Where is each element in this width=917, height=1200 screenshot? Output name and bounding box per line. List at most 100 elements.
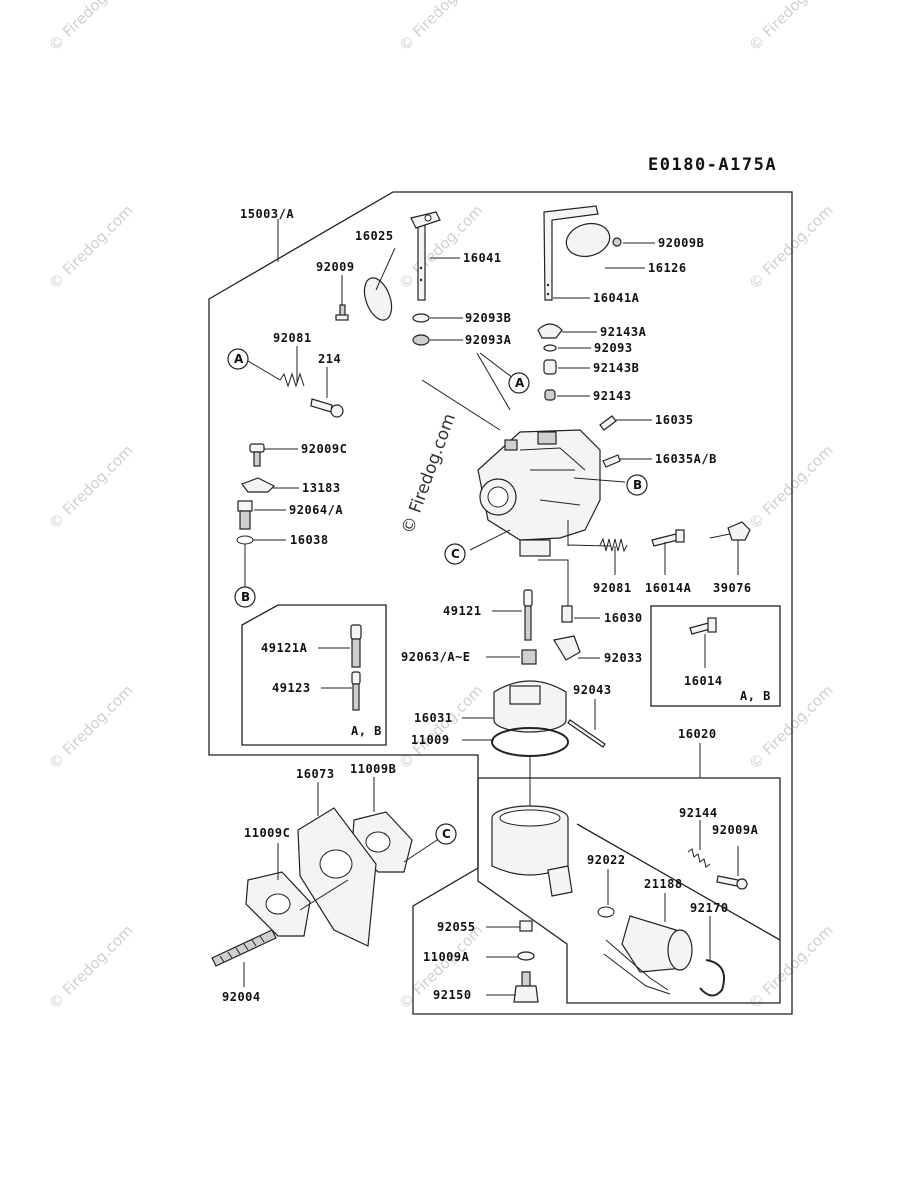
callout-A-text: A [515,376,525,390]
screw-16014 [689,617,717,635]
part-label: 92170 [690,901,729,915]
needle-49123 [351,671,361,711]
part-label: 92081 [273,331,312,345]
o-ring-16038 [236,535,254,545]
part-label: A, B [740,689,771,703]
watermark: © Firedog.com [395,0,487,55]
jet-92063 [521,649,537,665]
part-label: 49121 [443,604,482,618]
collar-92143 [544,389,556,401]
part-label: 92004 [222,990,261,1004]
watermark: © Firedog.com [745,441,837,533]
callout-A-text: A [234,352,244,366]
part-label: 16030 [604,611,643,625]
part-label: 16038 [290,533,329,547]
main-frame [208,191,793,1015]
carburetor-body [477,429,601,557]
watermark: © Firedog.com [745,0,837,55]
washer-92093 [543,344,557,352]
needle-49121 [523,589,533,641]
part-label: 16041 [463,251,502,265]
inset-box-16014 [650,605,781,707]
washer-92093B [412,313,430,323]
part-label: 49123 [272,681,311,695]
throttle-shaft-16041 [410,211,441,301]
screw-92009B [612,237,622,247]
part-label: 11009 [411,733,450,747]
watermark: © Firedog.com [45,201,137,293]
part-label: 92150 [433,988,472,1002]
inset-box-solenoid [576,823,781,941]
needle-49121A [350,624,362,668]
screw-92009C [249,443,265,467]
part-label: 16020 [678,727,717,741]
screw-16035 [599,415,617,431]
part-label: 92144 [679,806,718,820]
part-label: 11009C [244,826,290,840]
part-label: 11009A [423,950,470,964]
part-label: 39076 [713,581,752,595]
part-label: 92022 [587,853,626,867]
spring-92144 [687,848,711,868]
watermark: © Firedog.com [745,201,837,293]
watermark: © Firedog.com [45,0,137,55]
watermark: © Firedog.com [745,921,837,1013]
callout-C-text: C [442,827,451,841]
callout-A-left: A [227,348,249,370]
callout-C-lower: C [435,823,457,845]
callout-B-text: B [633,478,642,492]
part-label: 16073 [296,767,335,781]
part-label: 16014 [684,674,723,688]
callout-B-left: B [234,586,256,608]
watermark: © Firedog.com [395,681,487,773]
part-label: 16031 [414,711,453,725]
leader-lines [243,219,739,996]
float-16031 [493,680,567,733]
o-ring-92022 [597,906,615,918]
solenoid-21188 [603,915,693,995]
part-label: 92093 [594,341,633,355]
part-label: 92064/A [289,503,343,517]
diagram-code: E0180-A175A [648,155,777,175]
float-chamber-16020 [491,805,573,897]
part-label: 21188 [644,877,683,891]
part-label: 92009B [658,236,704,250]
callout-C-center: C [444,543,466,565]
part-label: A, B [351,724,382,738]
clip-39076 [727,521,751,541]
callout-A-center: A [508,372,530,394]
part-label: 92055 [437,920,476,934]
choke-valve-16126 [565,222,611,258]
callout-C-text: C [451,547,460,561]
screw-16035AB [602,454,621,468]
part-label: 92143B [593,361,639,375]
callout-B-right: B [626,474,648,496]
part-label: 92043 [573,683,612,697]
part-label: 92009C [301,442,347,456]
choke-shaft-16041A [543,205,599,301]
watermark: © Firedog.com [45,441,137,533]
spring-92081-right [599,537,628,553]
part-label: 16126 [648,261,687,275]
part-label: 16014A [645,581,692,595]
throttle-valve-16025 [363,277,393,321]
part-label: 92081 [593,581,632,595]
gasket-11009A [517,951,535,961]
collar-92143B [543,359,557,375]
part-label: 92093A [465,333,512,347]
part-label: 13183 [302,481,341,495]
inset-box-16020 [477,777,781,1004]
pilot-screw-214 [310,398,344,418]
watermark: © Firedog.com [395,201,487,293]
part-label: 11009B [350,762,396,776]
callout-B-text: B [241,590,250,604]
part-label: 16035 [655,413,694,427]
spring-92081 [279,372,305,388]
screw-92009 [335,304,349,321]
watermark-grid: © Firedog.com © Firedog.com © Firedog.co… [45,0,837,1013]
part-label: 92009 [316,260,355,274]
part-labels: 15003/A 16025 16041 92009 92093B 92093A … [222,207,771,1004]
part-label: 92063/A~E [401,650,471,664]
seal-92093A [412,334,430,346]
inset-box-49121 [241,604,387,746]
